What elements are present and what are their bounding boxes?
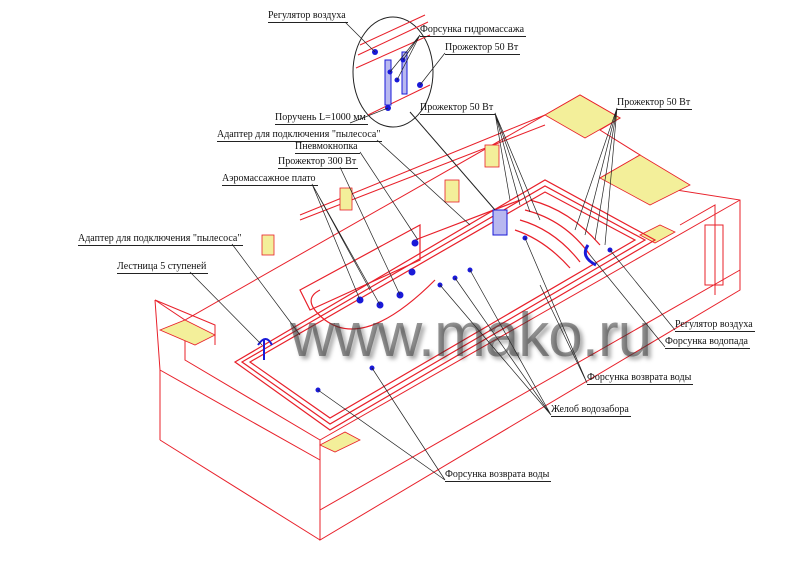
label-vacuum-adapter-top: Адаптер для подключения "пылесоса" [217,129,383,142]
pool-rim [233,179,657,431]
watermark: www.mako.ru [290,301,652,370]
label-waterfall-nozzle: Форсунка водопада [665,336,750,349]
waterfall-icon [583,244,597,267]
label-spotlight-300: Прожектор 300 Вт [278,156,359,169]
label-return-nozzle-bottom: Форсунка возврата воды [445,469,552,482]
label-aeromassage-plate: Аэромассажное плато [222,173,318,186]
pool-equipment [257,209,613,393]
label-spotlight-50-b: Прожектор 50 Вт [420,102,496,115]
label-hydromassage-nozzle: Форсунка гидромассажа [420,24,527,37]
detail-magnifier [352,14,496,211]
coping-stones [158,94,691,453]
leader-lines [189,21,676,481]
label-overflow-gutter: Желоб водозабора [551,404,631,417]
label-ladder: Лестница 5 ступеней [117,261,209,274]
label-vacuum-adapter-left: Адаптер для подключения "пылесоса" [78,233,244,246]
label-handrail: Поручень L=1000 мм [275,112,368,125]
label-spotlight-50-a: Прожектор 50 Вт [445,42,521,55]
hydromassage-panel-icon [492,209,508,236]
label-return-nozzle-right: Форсунка возврата воды [587,372,694,385]
label-air-regulator-top: Регулятор воздуха [268,10,348,23]
ladder-icon [257,338,273,360]
label-air-regulator-right: Регулятор воздуха [675,319,755,332]
label-pneumo-button: Пневмокнопка [295,141,360,154]
label-spotlight-50-c: Прожектор 50 Вт [617,97,693,110]
